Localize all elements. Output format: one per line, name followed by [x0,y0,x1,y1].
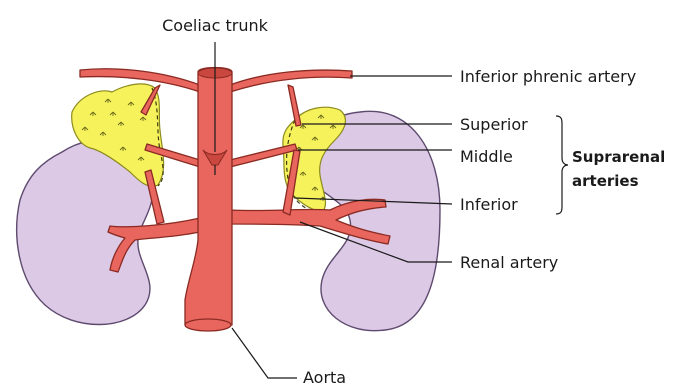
label-arteries: arteries [572,172,639,190]
label-coeliac-trunk: Coeliac trunk [162,16,269,35]
label-superior: Superior [460,115,528,134]
label-inferior: Inferior [460,195,518,214]
right-superior-suprarenal-branch [288,85,301,126]
suprarenal-bracket [556,116,568,214]
label-aorta: Aorta [303,368,346,387]
label-inferior-phrenic-artery: Inferior phrenic artery [460,67,636,86]
leader-aorta [232,328,297,378]
label-suprarenal: Suprarenal [572,148,665,166]
label-middle: Middle [460,147,513,166]
label-renal-artery: Renal artery [460,253,558,272]
aorta [185,68,232,326]
aorta-bottom-opening [185,319,231,331]
